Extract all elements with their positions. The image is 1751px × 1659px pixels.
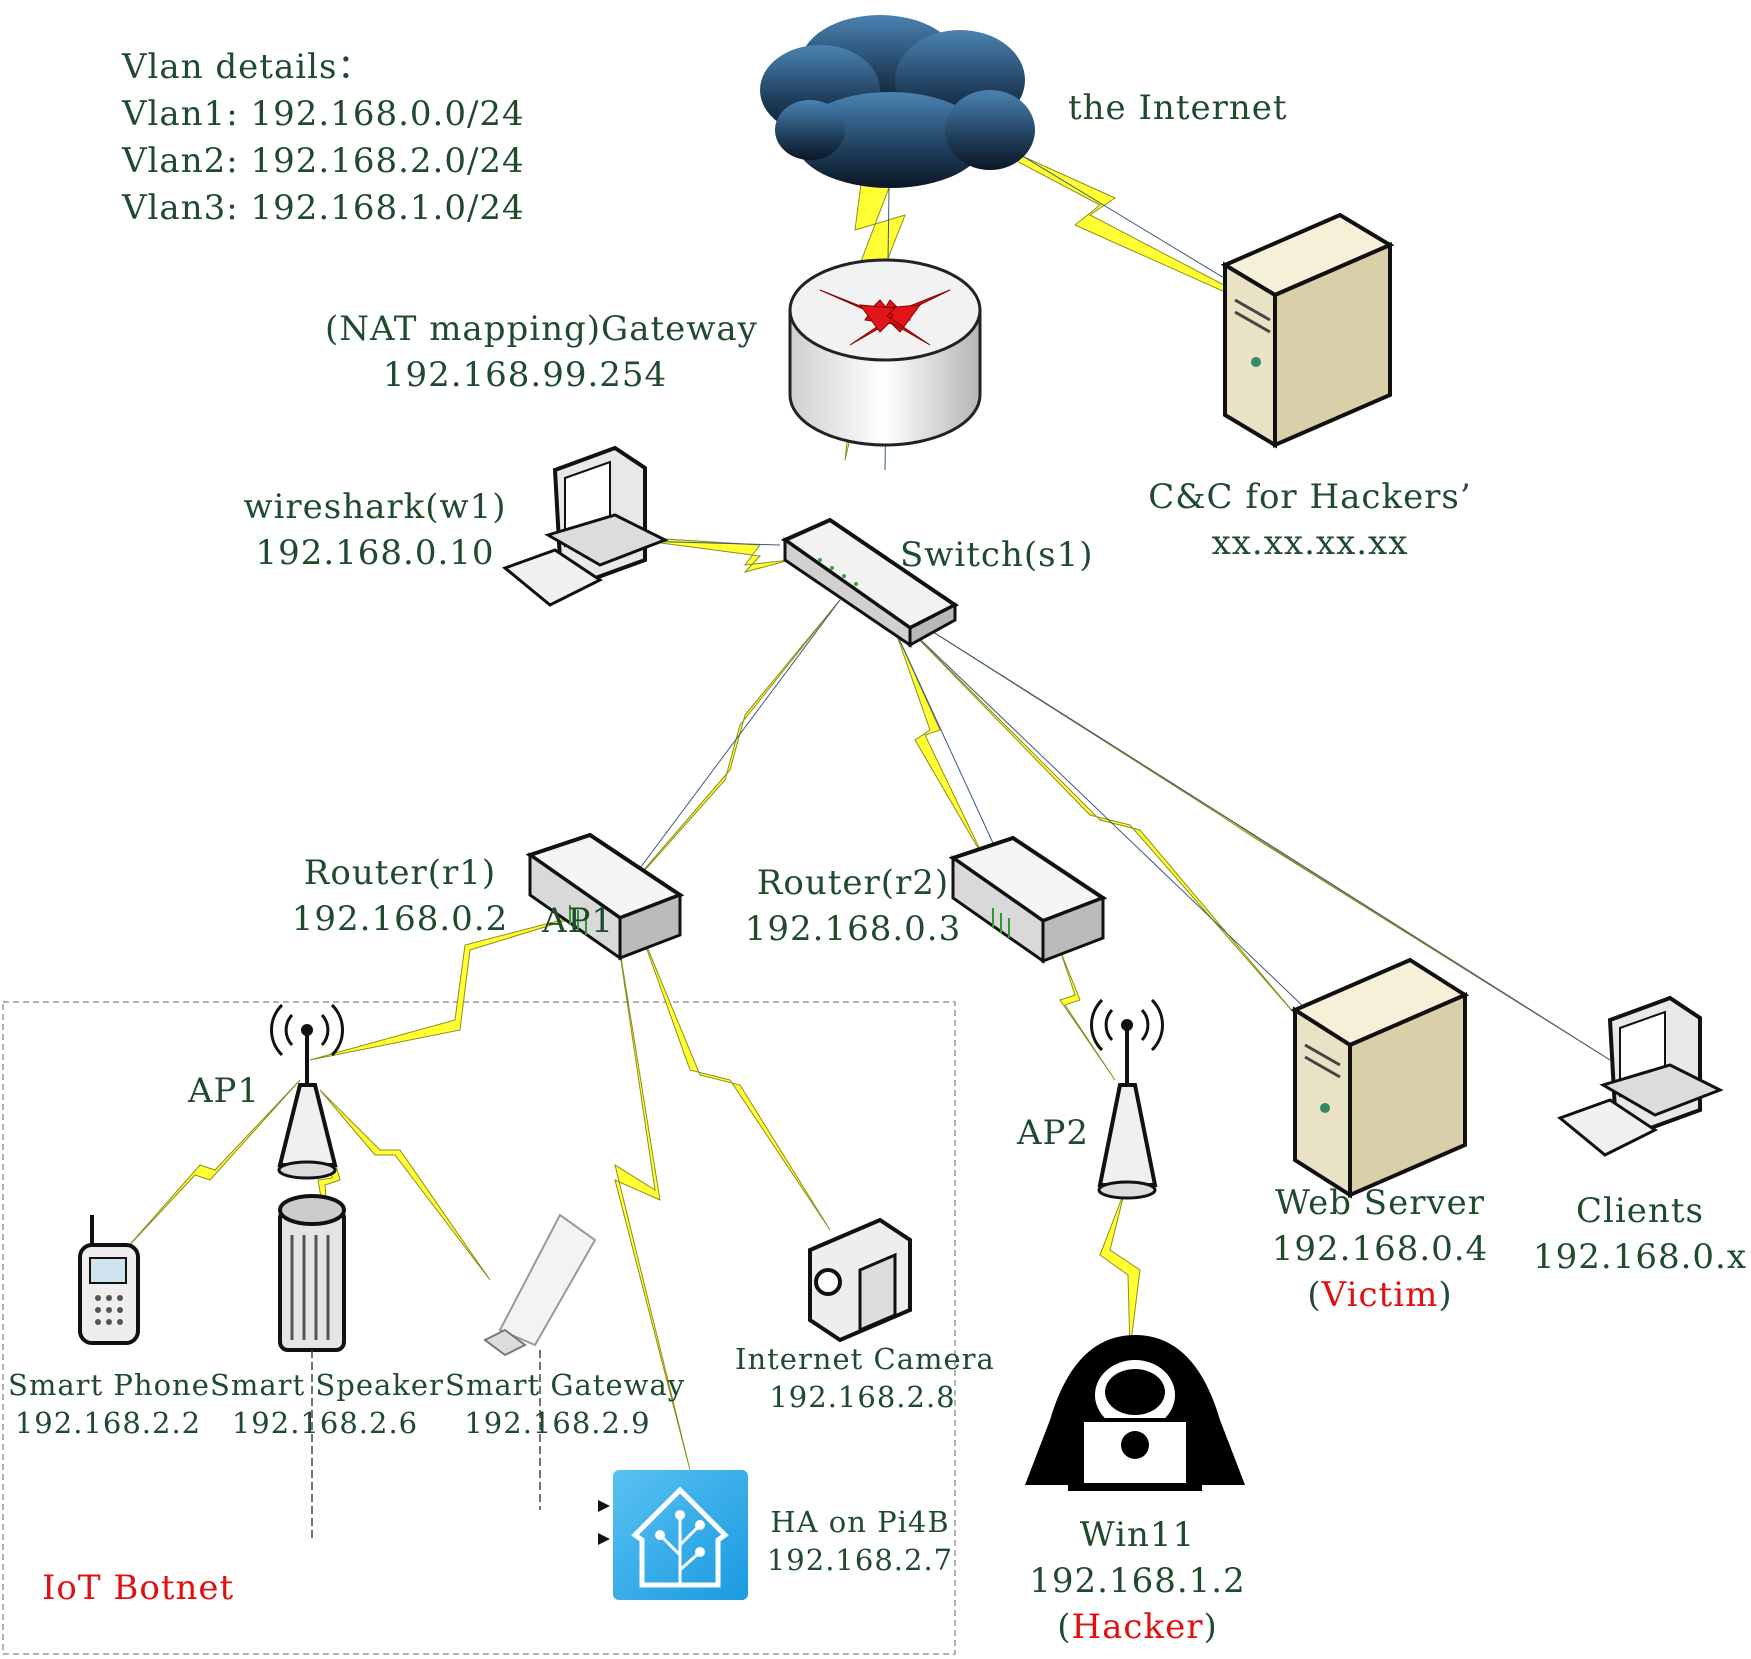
win11-name: Win11 xyxy=(1079,1515,1196,1555)
webserver-role-line: (Victim) xyxy=(1240,1272,1520,1318)
win11-ip: 192.168.1.2 xyxy=(1029,1561,1246,1601)
link-ap1-gateway xyxy=(319,1089,491,1281)
ha-label: HA on Pi4B 192.168.2.7 xyxy=(760,1503,960,1579)
gateway-name: (NAT mapping)Gateway xyxy=(325,309,758,349)
camera-name: Internet Camera xyxy=(735,1342,995,1376)
cnc-ip: xx.xx.xx.xx xyxy=(1211,523,1409,563)
home-assistant-icon xyxy=(598,1470,748,1600)
router1-name: Router(r1) xyxy=(303,853,497,893)
vlan1-line: Vlan1: 192.168.0.0/24 xyxy=(122,94,525,134)
router1-ip: 192.168.0.2 xyxy=(291,899,509,939)
ap1-label: AP1 xyxy=(188,1071,261,1111)
cloud-icon xyxy=(760,15,1035,188)
ha-name: HA on Pi4B xyxy=(770,1505,950,1539)
webserver-role-open: ( xyxy=(1307,1275,1322,1315)
clients-pc-icon xyxy=(1557,995,1724,1157)
webserver-name: Web Server xyxy=(1274,1183,1486,1223)
router-r2-icon xyxy=(948,835,1108,964)
webserver-role-close: ) xyxy=(1438,1275,1453,1315)
internet-camera-icon xyxy=(808,1217,912,1343)
smartgw-ip: 192.168.2.9 xyxy=(464,1406,651,1440)
router2-name: Router(r2) xyxy=(756,863,950,903)
link-switch-web xyxy=(899,619,1301,1021)
speaker-ip: 192.168.2.6 xyxy=(231,1406,419,1440)
ap2-label: AP2 xyxy=(1017,1113,1090,1153)
webserver-role: Victim xyxy=(1321,1275,1439,1315)
router2-label: Router(r2) 192.168.0.3 xyxy=(718,860,988,952)
camera-label: Internet Camera 192.168.2.8 xyxy=(735,1340,995,1416)
router1-label: Router(r1) 192.168.0.2 xyxy=(265,850,535,942)
guide-lines xyxy=(311,1350,541,1540)
vlan2-line: Vlan2: 192.168.2.0/24 xyxy=(122,141,525,181)
vlan-title: Vlan details： xyxy=(122,47,373,87)
ha-ip: 192.168.2.7 xyxy=(766,1543,954,1577)
win11-role: Hacker xyxy=(1071,1607,1204,1647)
speaker-label: Smart Speaker 192.168.2.6 xyxy=(210,1366,444,1442)
hacker-icon xyxy=(1025,1335,1245,1491)
nat-router-icon xyxy=(788,258,982,447)
wireshark-ip: 192.168.0.10 xyxy=(255,533,495,573)
iot-botnet-boundary xyxy=(2,1001,956,1655)
router1-overlay-label: AP1 xyxy=(542,901,615,941)
ap1-antenna-icon xyxy=(269,1003,345,1180)
web-server-icon xyxy=(1290,957,1470,1199)
switch-label: Switch(s1) xyxy=(900,535,1094,575)
webserver-ip: 192.168.0.4 xyxy=(1271,1229,1489,1269)
smart-gateway-icon xyxy=(483,1213,597,1357)
ap2-antenna-icon xyxy=(1089,998,1165,1200)
cnc-server-icon xyxy=(1220,212,1395,449)
link-r1-camera xyxy=(639,929,831,1231)
speaker-name: Smart Speaker xyxy=(210,1368,444,1402)
iot-botnet-label: IoT Botnet xyxy=(42,1568,235,1608)
link-ap2-win11 xyxy=(1099,1189,1141,1351)
phone-name: Smart Phone xyxy=(8,1368,210,1402)
win11-role-open: ( xyxy=(1057,1607,1072,1647)
smartgw-name: Smart Gateway xyxy=(445,1368,686,1402)
internet-label: the Internet xyxy=(1068,88,1288,128)
gateway-ip: 192.168.99.254 xyxy=(382,355,668,395)
link-r1-ap1 xyxy=(309,909,601,1061)
link-r2-ap2 xyxy=(1059,949,1116,1081)
wireshark-label: wireshark(w1) 192.168.0.10 xyxy=(225,484,525,576)
clients-name: Clients xyxy=(1576,1191,1704,1231)
gateway-label: (NAT mapping)Gateway 192.168.99.254 xyxy=(325,306,758,398)
clients-ip: 192.168.0.x xyxy=(1532,1237,1748,1277)
cnc-label: C&C for Hackers’ xx.xx.xx.xx xyxy=(1130,474,1490,566)
link-switch-r2 xyxy=(894,629,986,861)
router2-ip: 192.168.0.3 xyxy=(744,909,962,949)
smart-speaker-icon xyxy=(278,1194,346,1352)
win11-role-close: ) xyxy=(1203,1607,1218,1647)
wireshark-name: wireshark(w1) xyxy=(243,487,507,527)
phone-ip: 192.168.2.2 xyxy=(14,1406,202,1440)
smartgw-label: Smart Gateway 192.168.2.9 xyxy=(445,1366,686,1442)
clients-label: Clients 192.168.0.x xyxy=(1525,1188,1751,1280)
camera-ip: 192.168.2.8 xyxy=(769,1380,956,1414)
switch-icon xyxy=(780,517,959,648)
phone-label: Smart Phone 192.168.2.2 xyxy=(8,1366,210,1442)
win11-role-line: (Hacker) xyxy=(1010,1604,1265,1650)
cnc-name: C&C for Hackers’ xyxy=(1148,477,1472,517)
router-r1-icon xyxy=(525,832,685,961)
wireshark-pc-icon xyxy=(502,445,669,607)
smart-phone-icon xyxy=(78,1215,140,1345)
vlan3-line: Vlan3: 192.168.1.0/24 xyxy=(122,188,525,228)
